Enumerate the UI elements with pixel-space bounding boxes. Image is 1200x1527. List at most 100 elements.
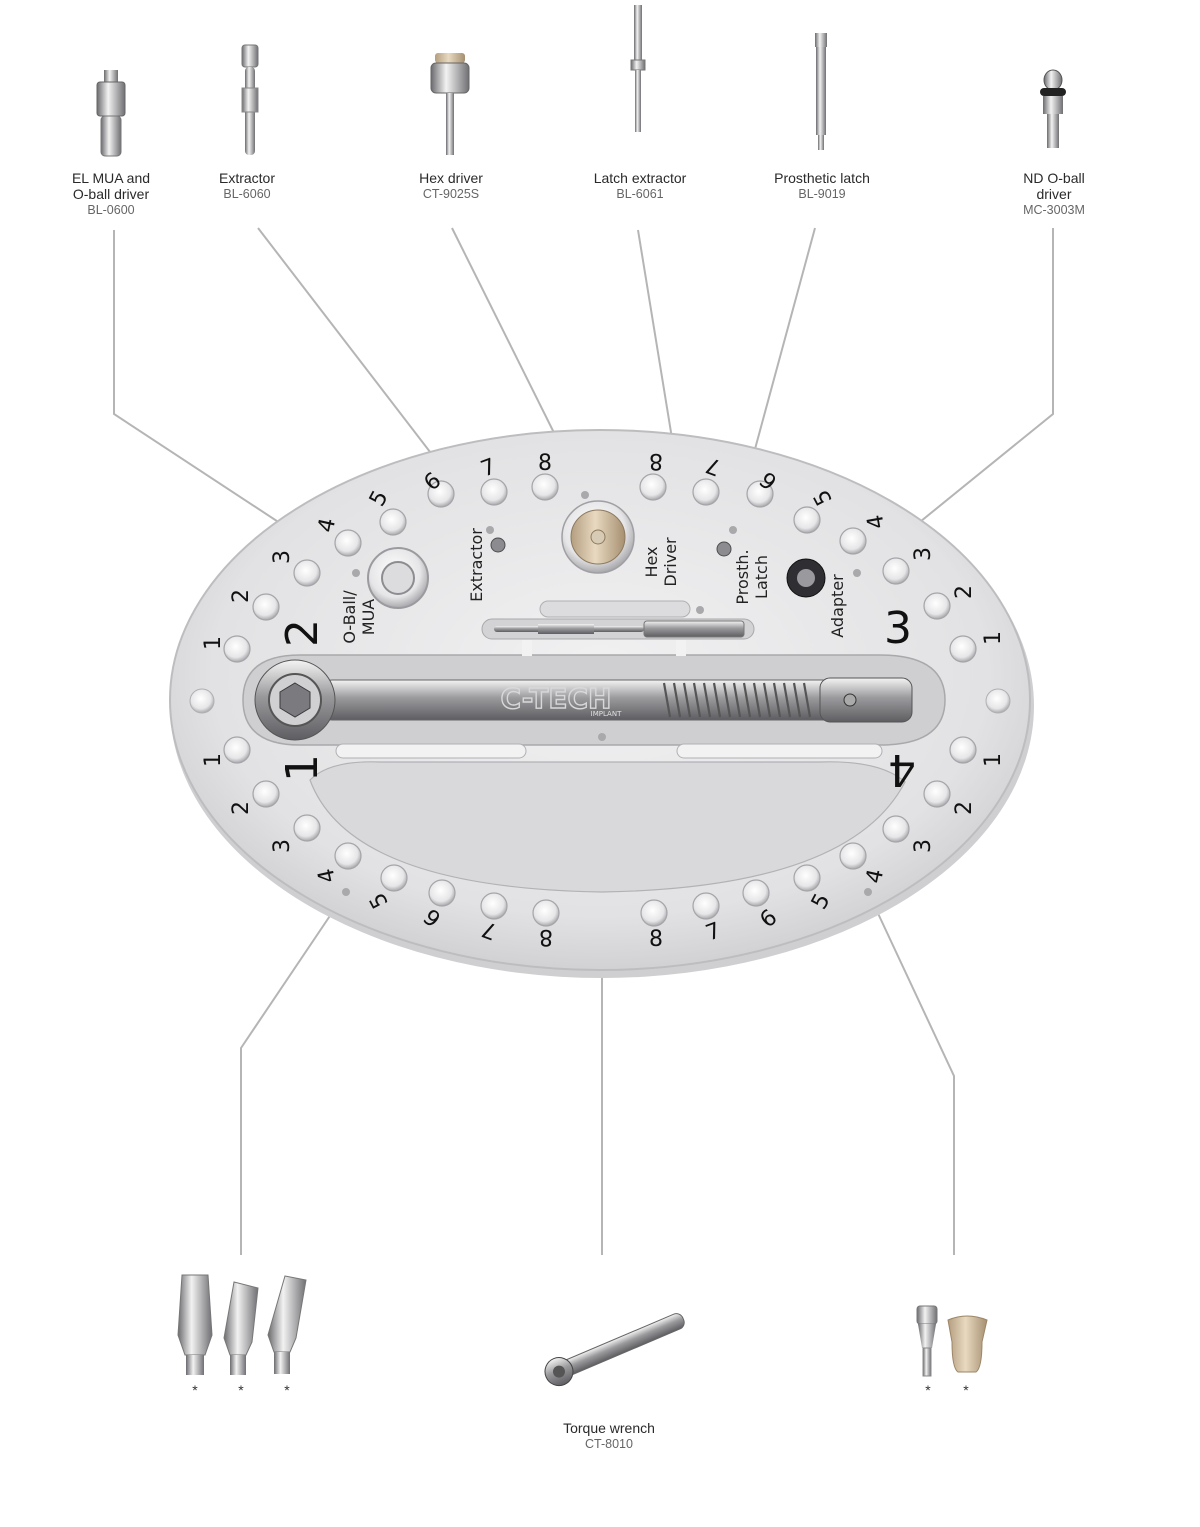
wrench-spring-coil bbox=[712, 682, 722, 718]
leader-dot bbox=[486, 526, 494, 534]
wrench-tail-screw bbox=[843, 693, 857, 707]
hole-number-q3-8: 8 bbox=[649, 448, 663, 473]
extractor-image bbox=[241, 44, 259, 155]
prosthetic-latch-image bbox=[815, 33, 827, 150]
hole-number-q3-4: 4 bbox=[863, 513, 890, 531]
wrench-spring-coil bbox=[772, 682, 782, 718]
hole-q2-1 bbox=[223, 635, 251, 663]
leader-dot bbox=[864, 888, 872, 896]
label-latch-extractor-name: Latch extractor bbox=[593, 170, 687, 186]
latch-extractor-collar bbox=[630, 59, 646, 71]
hex-driver-cap-center bbox=[590, 529, 606, 545]
angled-abutment-3 bbox=[267, 1275, 307, 1353]
slot-upper-right bbox=[676, 640, 686, 656]
hole-q4-6 bbox=[742, 879, 770, 907]
hole-q3-5 bbox=[793, 506, 821, 534]
torque-wrench-image bbox=[544, 1313, 685, 1387]
asterisk-straight-1: * bbox=[925, 1382, 931, 1398]
code-nd-oball: MC-3003M bbox=[1023, 203, 1085, 217]
brand-logo: C-TECH bbox=[501, 682, 612, 715]
hole-number-q2-3: 3 bbox=[270, 550, 295, 564]
nd-oball-shaft bbox=[1047, 114, 1059, 148]
hole-q3-6 bbox=[746, 480, 774, 508]
nd-oball-body bbox=[1043, 96, 1063, 114]
peek-cap bbox=[947, 1315, 988, 1373]
quadrant-number-3: 3 bbox=[884, 603, 912, 654]
code-prosthetic-latch: BL-9019 bbox=[798, 187, 846, 201]
wrench-spring-coil bbox=[672, 682, 682, 718]
wrench-spring-coil bbox=[782, 682, 792, 718]
hole-q3-4 bbox=[839, 527, 867, 555]
slot-upper-left bbox=[522, 640, 532, 656]
straight-abutment-body bbox=[918, 1324, 936, 1348]
label-extractor: Extractor bbox=[467, 528, 486, 602]
instrument-holes bbox=[223, 473, 977, 927]
angled-abutment-2 bbox=[223, 1281, 259, 1356]
hole-q4-8 bbox=[640, 899, 668, 927]
extractor-thread bbox=[241, 87, 259, 113]
asterisk-angled-2: * bbox=[238, 1382, 244, 1398]
hole-number-q2-4: 4 bbox=[314, 516, 341, 535]
hole-number-q1-8: 8 bbox=[539, 924, 553, 949]
hole-q2-5 bbox=[379, 508, 407, 536]
hole-q3-3 bbox=[882, 557, 910, 585]
latch-extractor-thread bbox=[538, 624, 594, 634]
finger-scoop bbox=[309, 761, 906, 893]
hole-number-q3-2: 2 bbox=[952, 585, 977, 599]
latch-extractor-image bbox=[630, 5, 646, 132]
label-latch-extractor-tool: Latch extractor BL-6061 bbox=[560, 170, 720, 202]
hole-q2-3 bbox=[293, 559, 321, 587]
hole-q2-4 bbox=[334, 529, 362, 557]
wrench-spring-coil bbox=[792, 682, 802, 718]
hole-q4-5 bbox=[793, 864, 821, 892]
hole-q4-7 bbox=[692, 892, 720, 920]
straight-abutment-head bbox=[916, 1305, 938, 1325]
hole-number-q2-2: 2 bbox=[229, 589, 254, 603]
straight-abutment-screw bbox=[922, 1347, 932, 1377]
wrench-spring-coil bbox=[732, 682, 742, 718]
label-hex-line1: Hex bbox=[642, 546, 661, 577]
wrench-spring-coil bbox=[752, 682, 762, 718]
leader-dot bbox=[696, 606, 704, 614]
hole-q4-4 bbox=[839, 842, 867, 870]
label-nd-oball-line2: driver bbox=[1036, 186, 1072, 202]
angled-abutment-3-base bbox=[274, 1352, 290, 1374]
torque-wrench-handle bbox=[557, 1313, 685, 1378]
hex-driver-shaft bbox=[446, 93, 454, 155]
wrench-spring-coil bbox=[692, 682, 702, 718]
hole-number-q4-1: 1 bbox=[981, 753, 1006, 767]
leader-dots bbox=[342, 491, 872, 896]
hole-q3-2 bbox=[923, 592, 951, 620]
extractor-head bbox=[241, 44, 259, 68]
nd-oball-ball bbox=[1043, 69, 1063, 91]
prosth-latch-hole bbox=[716, 541, 732, 557]
hole-number-q4-8: 8 bbox=[649, 927, 663, 952]
label-hex-driver-name: Hex driver bbox=[419, 170, 483, 186]
leader-dot bbox=[581, 491, 589, 499]
asterisk-straight-2: * bbox=[963, 1382, 969, 1398]
nd-oball-ring bbox=[1040, 88, 1066, 96]
slot-labels: O-Ball/ MUA Extractor Hex Driver Prosth.… bbox=[340, 528, 847, 644]
quadrant-number-2: 2 bbox=[277, 619, 328, 647]
hole-q3-8 bbox=[639, 473, 667, 501]
leader-dot bbox=[598, 733, 606, 741]
wrench-spring-coil bbox=[722, 682, 732, 718]
prosthetic-latch-head bbox=[815, 33, 827, 47]
asterisk-angled-3: * bbox=[284, 1382, 290, 1398]
label-torque-wrench-name: Torque wrench bbox=[563, 1420, 655, 1436]
hole-number-q3-3: 3 bbox=[911, 547, 936, 561]
prosthetic-latch-shaft bbox=[816, 47, 826, 135]
angled-abutments-image bbox=[177, 1274, 307, 1375]
leader-dot bbox=[352, 569, 360, 577]
el-mua-driver-tip bbox=[104, 70, 118, 82]
latch-extractor-top bbox=[634, 5, 642, 65]
hole-number-q1-4: 4 bbox=[314, 866, 341, 885]
leader-line-straight-abutments bbox=[867, 891, 955, 1255]
tray-pin-left bbox=[189, 688, 215, 714]
label-torque-wrench: Torque wrench CT-8010 bbox=[529, 1420, 689, 1452]
code-hex-driver: CT-9025S bbox=[422, 187, 480, 201]
hole-number-q4-2: 2 bbox=[952, 801, 977, 815]
